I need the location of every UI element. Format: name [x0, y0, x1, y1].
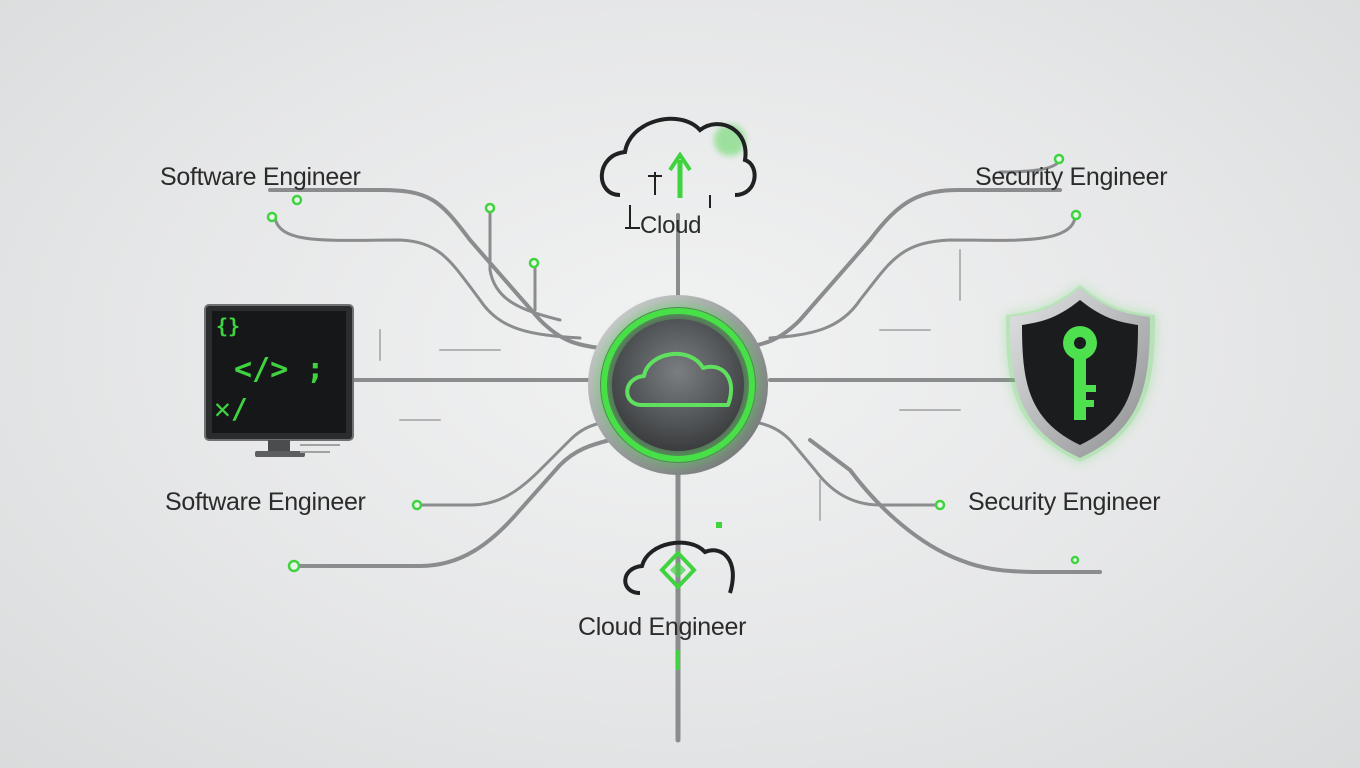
code-monitor-icon [204, 304, 354, 457]
shield-key-icon [1006, 285, 1155, 462]
label-cloud: Cloud [640, 212, 702, 239]
monitor-code-line-2: </> ; [234, 352, 325, 387]
cloud-icon [625, 351, 734, 407]
label-security-engineer-top: Security Engineer [975, 163, 1168, 191]
label-software-engineer-bottom: Software Engineer [165, 488, 366, 516]
node-dots [266, 153, 1082, 573]
cloud-upload-icon [599, 116, 757, 229]
monitor-code-line-1: {} [216, 314, 241, 338]
label-software-engineer-top: Software Engineer [160, 163, 361, 191]
cloud-diamond-icon [623, 522, 735, 670]
circuit-traces [268, 158, 1102, 743]
label-security-engineer-bottom: Security Engineer [968, 488, 1161, 516]
label-cloud-engineer: Cloud Engineer [578, 613, 747, 641]
central-hub [588, 295, 768, 475]
monitor-code-line-3: ✕/ [214, 392, 248, 425]
